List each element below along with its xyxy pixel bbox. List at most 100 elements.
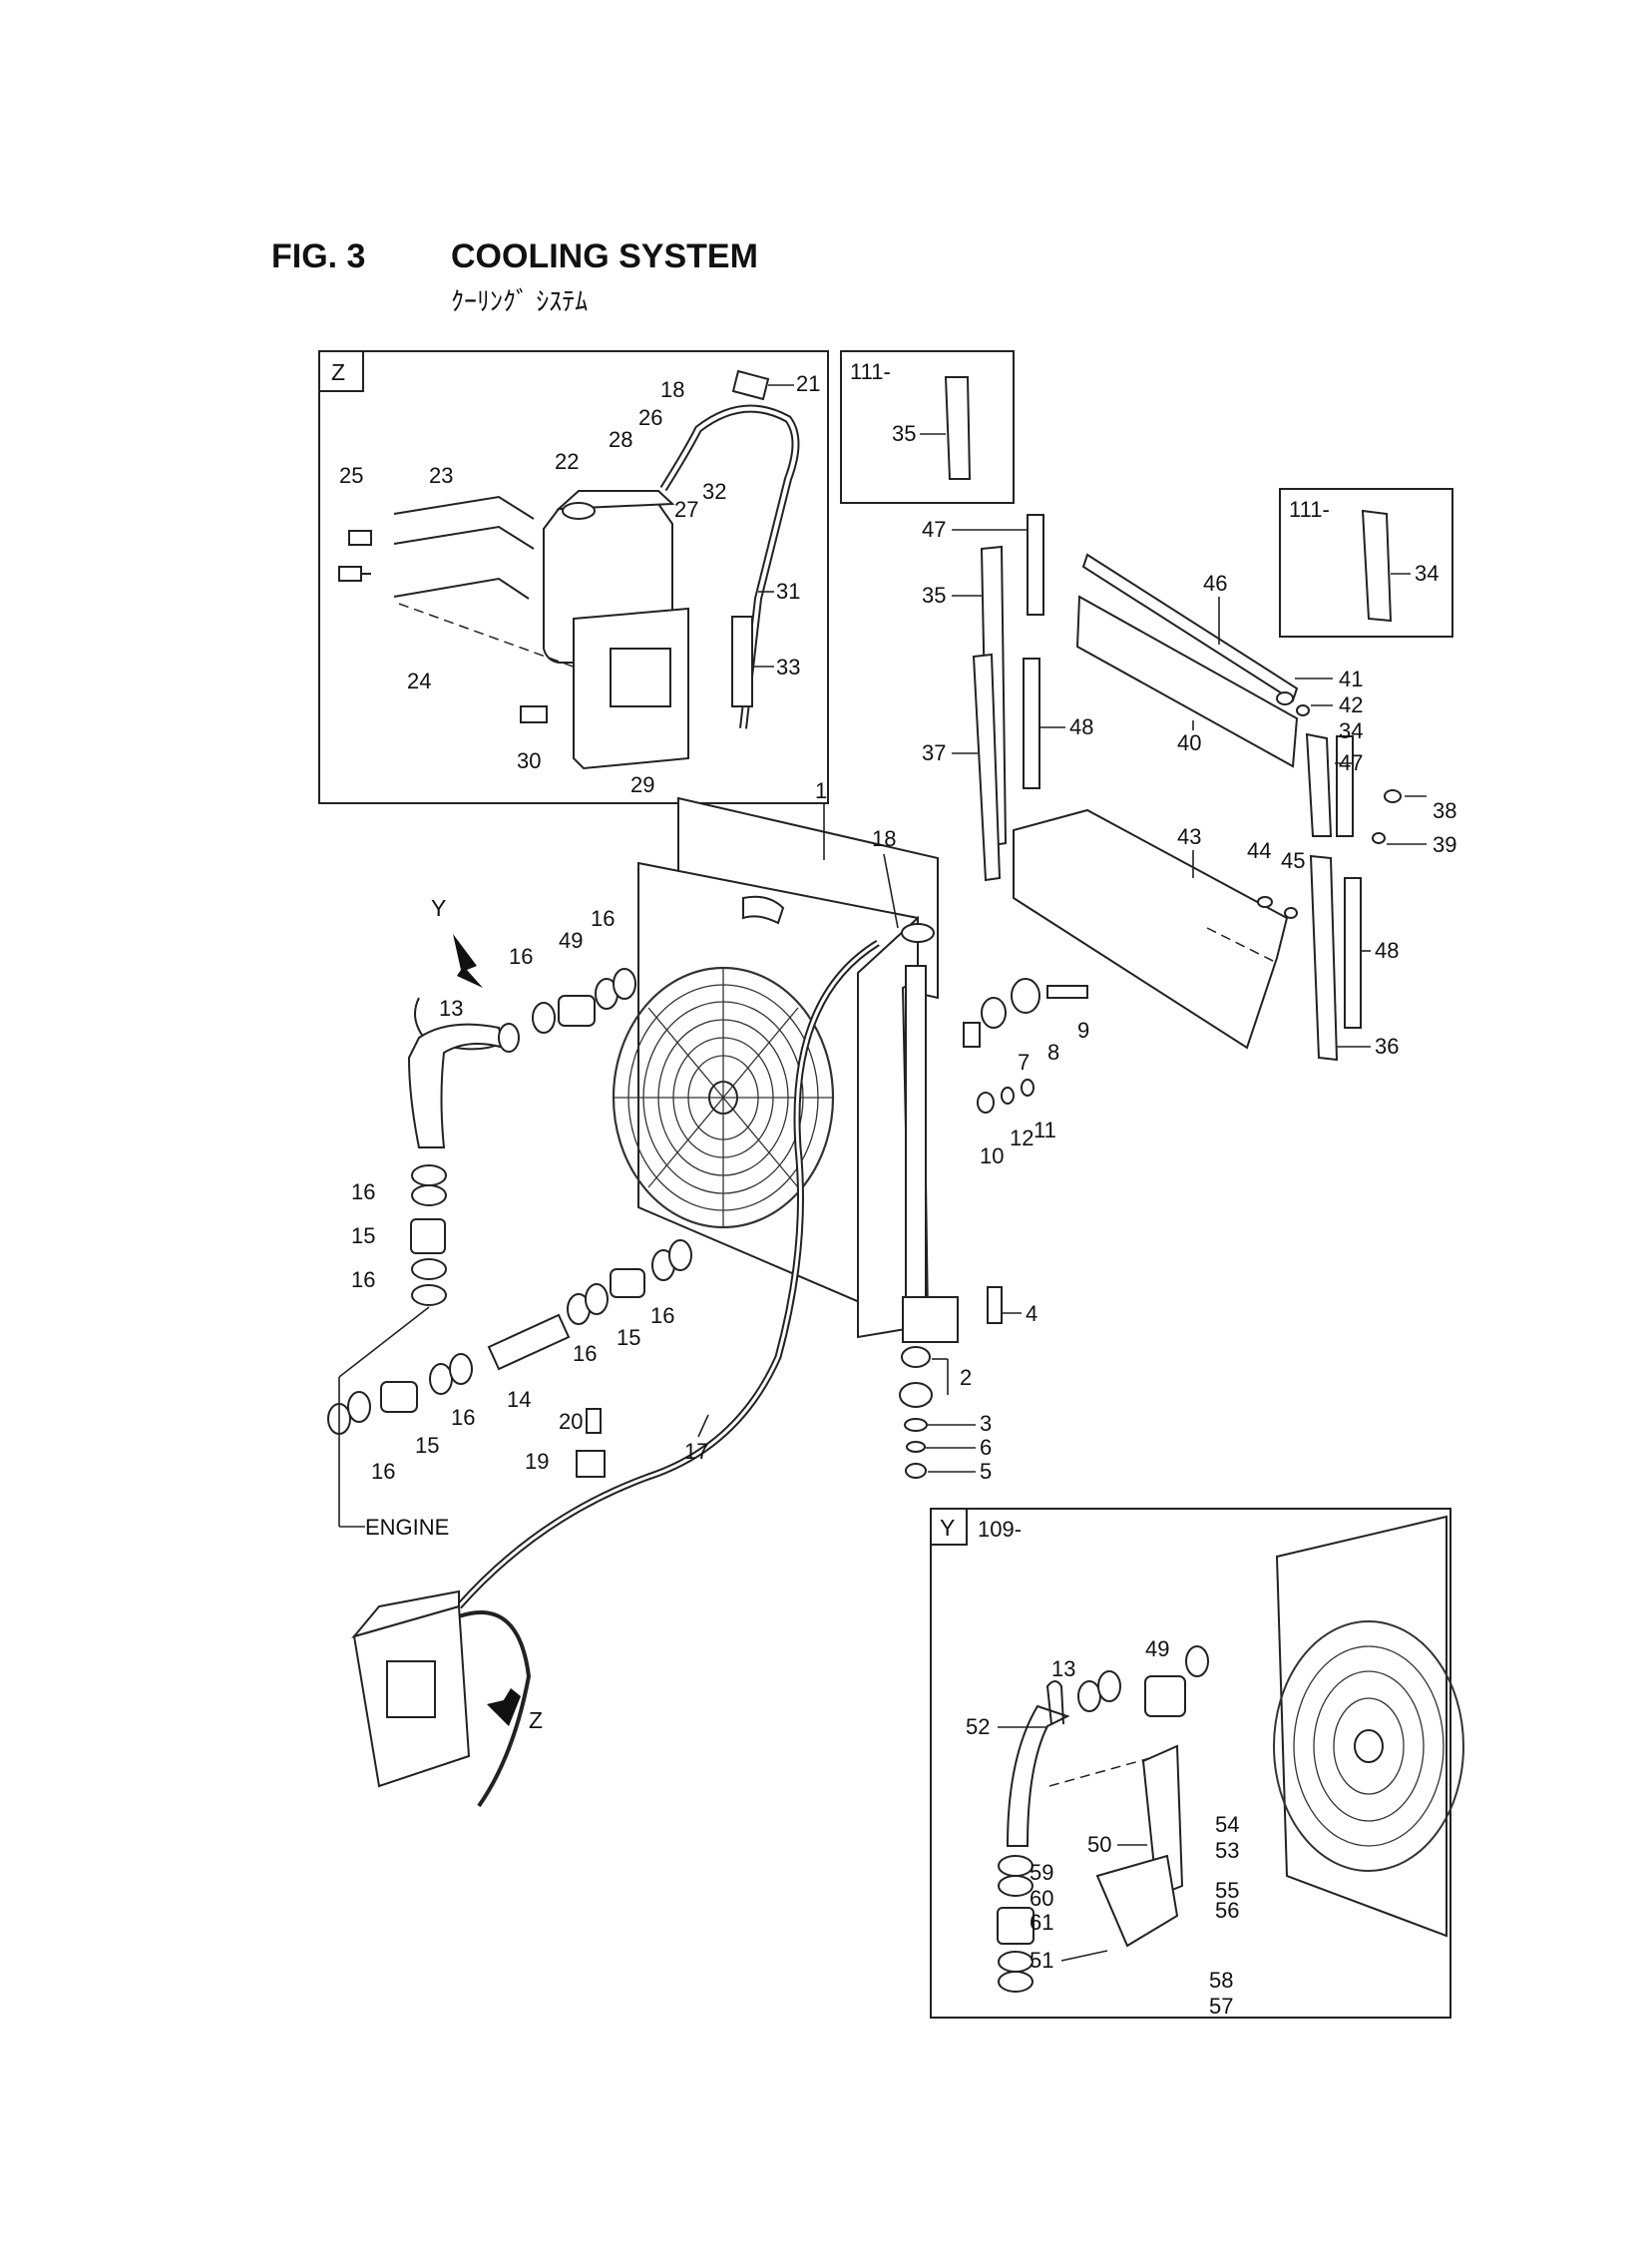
clamp-16-b [532,1002,556,1034]
bolt-4 [987,1286,1003,1324]
callout-37: 37 [922,740,946,765]
callout-26: 26 [638,405,662,430]
clamp-y-7 [998,1971,1033,1993]
nut-5 [905,1463,927,1479]
callout-41: 41 [1339,667,1363,691]
rubber-mount-lower [899,1382,933,1408]
view-arrow-z-head [487,1696,521,1726]
clamp-16-j2 [449,1353,473,1385]
callout-36: 36 [1375,1034,1399,1059]
box-111-34-frame [1279,488,1453,638]
pipe-49-y [1144,1675,1186,1717]
callout-30: 30 [517,748,541,773]
callout-55: 55 [1215,1878,1239,1903]
reservoir-tank-assembly: Z [351,1589,543,1808]
figure-subtitle-japanese: ｸｰﾘﾝｸﾞ ｼｽﾃﾑ [451,286,589,316]
box-111-34-serial: 111- [1289,497,1330,522]
callout-20: 20 [559,1409,583,1434]
callout-16-c: 16 [351,1179,375,1204]
callout-48: 48 [1069,714,1093,739]
view-arrow-y [453,934,483,988]
callout-13-y: 13 [1051,1656,1075,1681]
reservoir-cap [562,502,596,520]
detail-y-serial: 109- [978,1517,1022,1542]
clamp-y-3 [1185,1645,1209,1677]
plate-37 [972,653,1002,882]
leader-18 [883,853,899,929]
nut-10 [977,1092,995,1114]
bolt-20 [586,1408,602,1434]
callout-6: 6 [980,1435,992,1460]
callout-5: 5 [980,1459,992,1484]
callout-31: 31 [776,579,800,604]
bolt-25-b [338,566,362,582]
callout-24: 24 [407,669,431,693]
callout-11: 11 [1033,1118,1056,1142]
tank-band-lower [393,525,535,550]
callout-34: 34 [1339,718,1363,743]
callout-4: 4 [1026,1301,1037,1326]
callout-60: 60 [1030,1886,1053,1911]
figure-number: FIG. 3 [271,237,366,275]
plate-34-detail [1361,509,1393,623]
callout-23: 23 [429,463,453,488]
hose-13-y [1006,1704,1070,1847]
washer-42 [1296,704,1310,716]
callout-13: 13 [439,996,463,1021]
overflow-hose-17-inner [457,941,879,1607]
callout-45: 45 [1281,848,1305,873]
callout-16-d: 16 [351,1267,375,1292]
callout-54: 54 [1215,1812,1239,1837]
lower-plate-43 [1013,808,1289,1050]
callout-58: 58 [1209,1968,1233,1993]
clamp-y-4 [998,1855,1033,1877]
callout-38: 38 [1433,798,1456,823]
callout-56: 56 [1215,1898,1239,1923]
box-111-35-frame [840,350,1015,504]
callout-59: 59 [1030,1860,1053,1885]
callout-10: 10 [980,1143,1004,1168]
leader-dashed-43 [1206,927,1278,964]
reservoir-window [386,1660,436,1718]
clamp-y-2 [1097,1670,1121,1702]
callout-29: 29 [630,772,654,797]
overflow-hose-inner [661,406,798,729]
detail-z-frame [318,350,829,804]
leader-51 [1060,1950,1108,1962]
clamp-16-f [411,1258,447,1280]
callout-19: 19 [525,1449,549,1474]
plate-36 [1309,854,1339,1062]
detail-view-y: Y 109- 49 13 52 50 54 53 55 56 59 60 61 [930,1508,1464,2019]
bolt-38 [1384,789,1402,803]
callout-16-h: 16 [371,1459,395,1484]
callout-43: 43 [1177,824,1201,849]
callout-61: 61 [1030,1910,1053,1935]
seal-48-left [1023,658,1040,789]
bracket-50 [1141,1744,1184,1898]
detail-z-tag-box [318,350,364,392]
cushion-8 [1011,978,1040,1014]
callout-21: 21 [796,371,820,396]
detail-y-tag-box [930,1508,968,1546]
fan-guard-spokes [614,968,833,1227]
fan-guard-y-ring-3 [1333,1697,1405,1795]
callout-15-b: 15 [617,1325,640,1350]
callout-48-right: 48 [1375,938,1399,963]
clamp-16-i2 [347,1391,371,1423]
callout-14: 14 [507,1387,531,1412]
tank-band-bottom [393,577,530,600]
pipe-49 [558,995,596,1027]
callout-15-a: 15 [351,1223,375,1248]
hose-13-body [407,1023,506,1148]
figure-title: COOLING SYSTEM [451,237,758,275]
rubber-mount-upper [901,1346,931,1368]
inlet-pipe [742,895,785,925]
fan-hub-y [1354,1729,1384,1763]
callout-40: 40 [1177,730,1201,755]
callout-2: 2 [960,1365,972,1390]
bolt-30 [520,705,548,723]
callout-15-c: 15 [415,1433,439,1458]
hose-15-a [410,1218,446,1254]
callout-39: 39 [1433,832,1456,857]
